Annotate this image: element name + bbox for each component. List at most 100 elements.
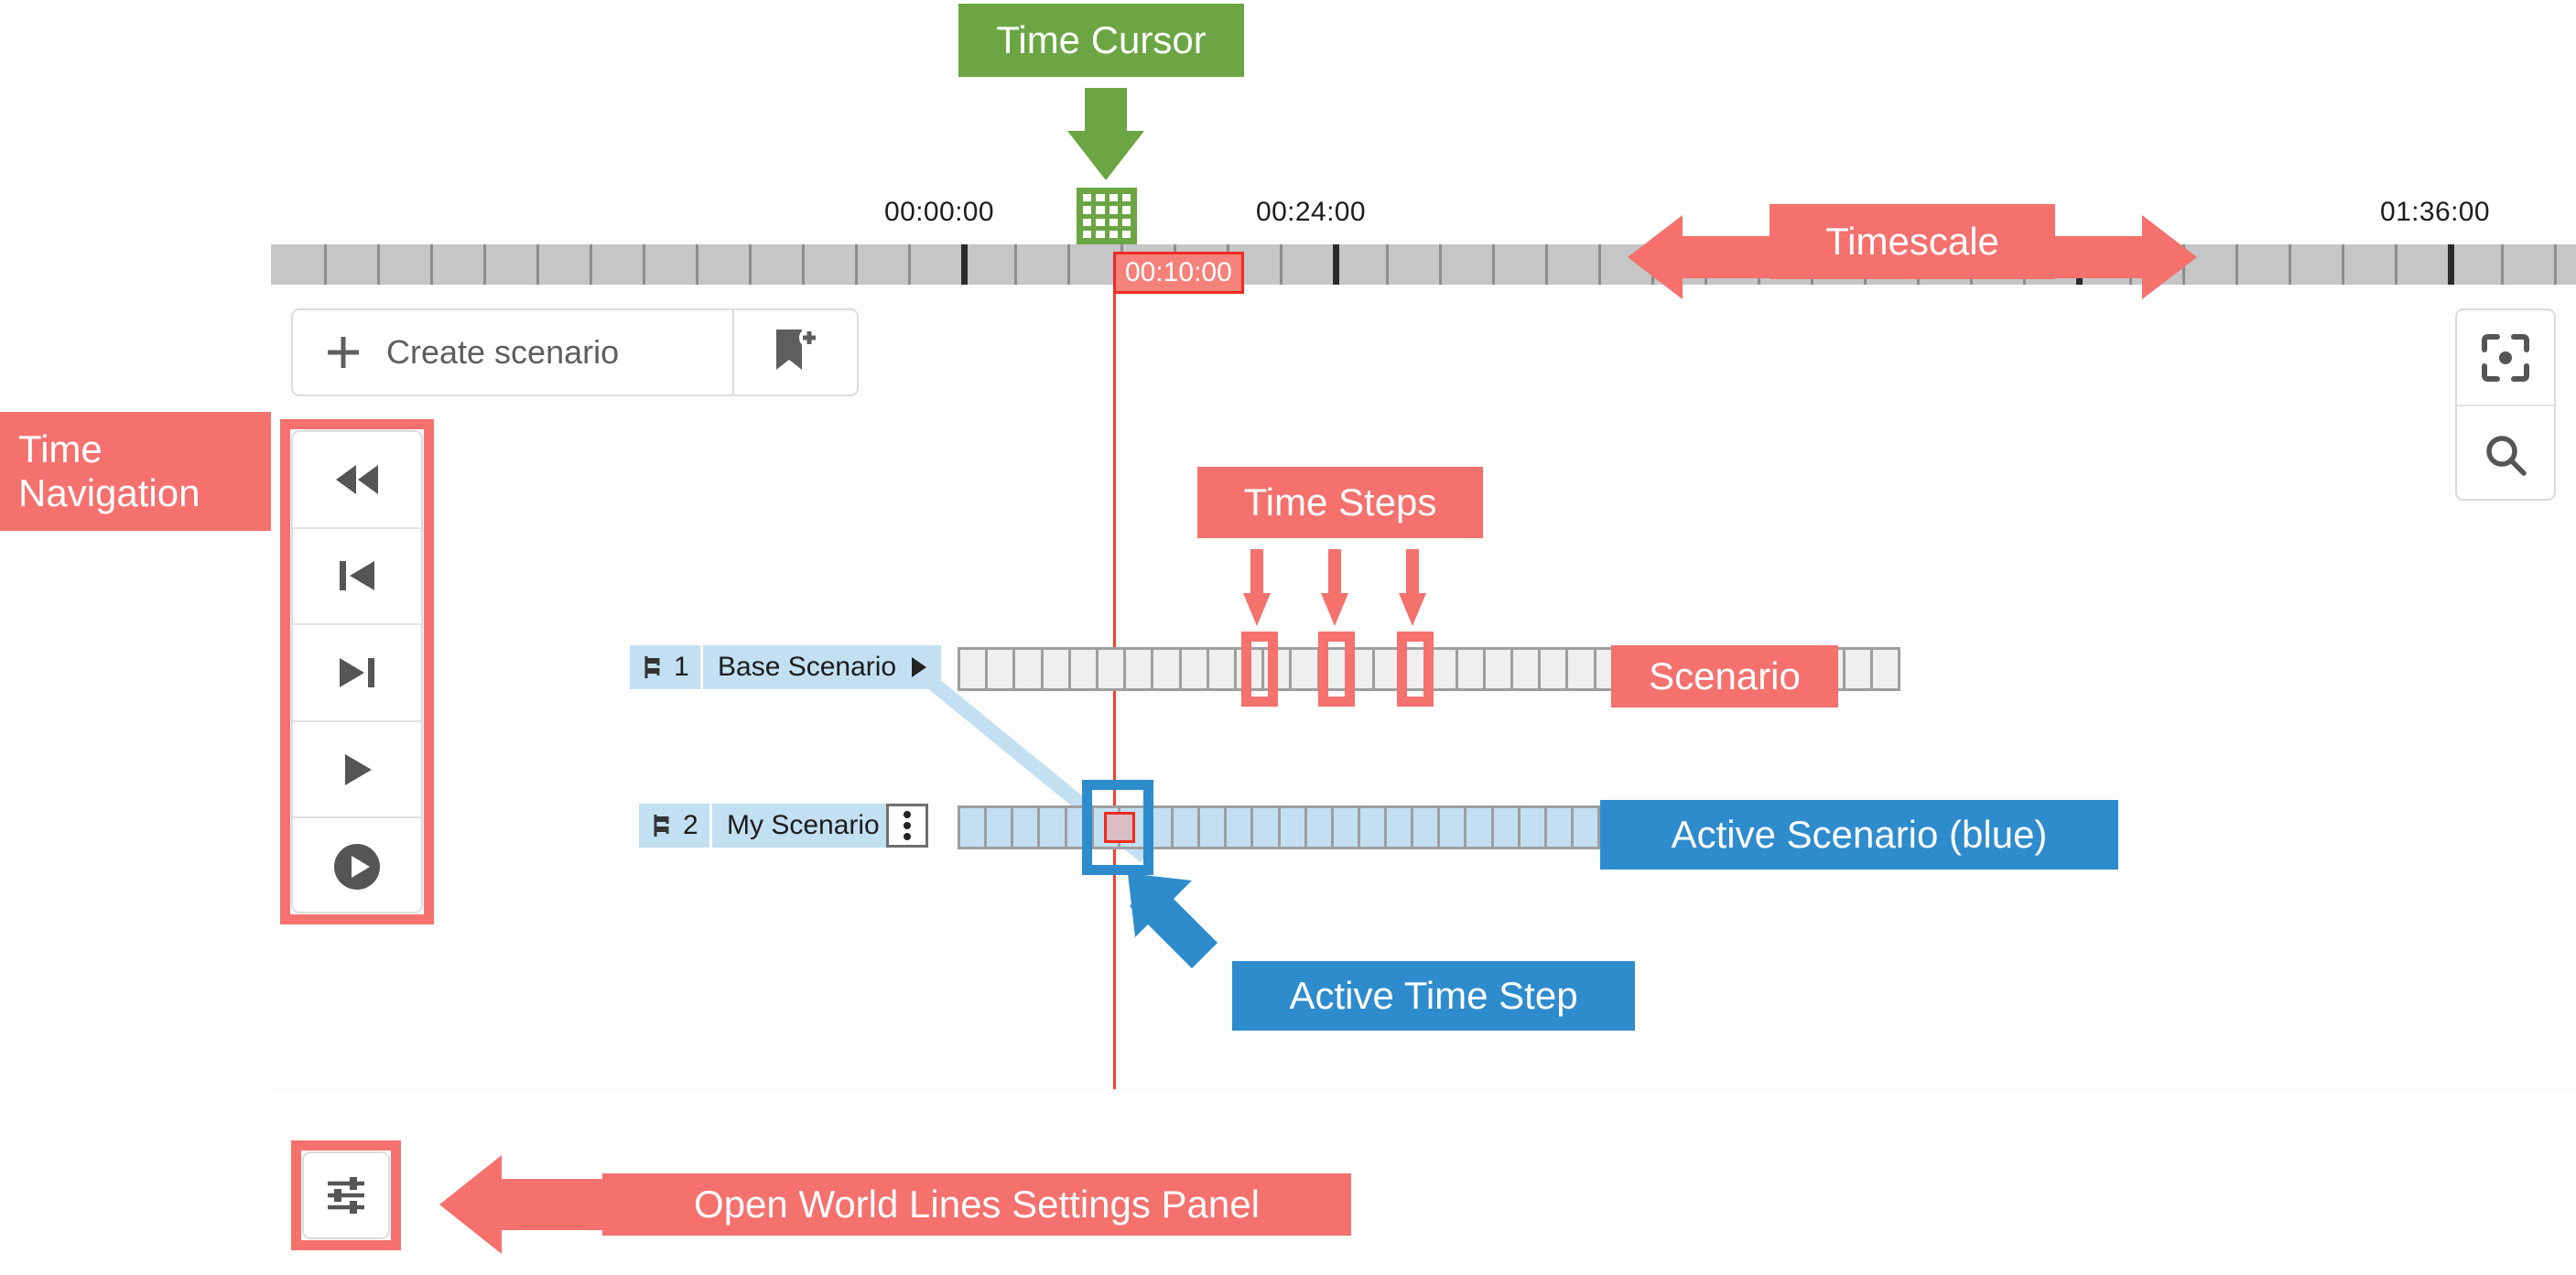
ruler-tick [855, 244, 858, 285]
tune-sliders-icon [322, 1172, 370, 1219]
time-step-cell[interactable] [1493, 808, 1518, 847]
time-step-cell[interactable] [960, 650, 986, 688]
time-step-cell[interactable] [1440, 808, 1465, 847]
ruler-tick [2501, 244, 2504, 285]
scenario-track-active[interactable] [958, 805, 1600, 849]
view-tools-stack [2455, 308, 2556, 501]
time-step-cell[interactable] [1181, 650, 1207, 688]
time-step-cell[interactable] [1013, 808, 1038, 847]
time-step-cell[interactable] [1227, 808, 1251, 847]
time-step-cell[interactable] [1015, 650, 1041, 688]
skip-previous-button[interactable] [293, 529, 421, 626]
time-step-cell[interactable] [1520, 808, 1544, 847]
time-step-cell[interactable] [1043, 650, 1068, 688]
time-step-cell[interactable] [1292, 650, 1317, 688]
create-scenario-button[interactable]: Create scenario [293, 310, 732, 394]
time-step-cell[interactable] [1546, 808, 1571, 847]
ruler-tick [377, 244, 380, 285]
ruler-tick [483, 244, 486, 285]
time-step-cell[interactable] [1153, 650, 1179, 688]
scenario-name[interactable]: Base Scenario [703, 645, 896, 689]
ruler-tick [802, 244, 805, 285]
annotation-time-steps: Time Steps [1197, 467, 1483, 538]
ruler-tick [2554, 244, 2557, 285]
create-scenario-bar: Create scenario [291, 308, 859, 396]
play-triangle-icon [908, 654, 928, 680]
time-step-cell[interactable] [1040, 808, 1065, 847]
annotation-time-cursor: Time Cursor [958, 4, 1244, 77]
ruler-tick [1758, 244, 1760, 285]
annotation-time-navigation: Time Navigation [0, 412, 271, 531]
skip-next-button[interactable] [293, 625, 421, 722]
annotation-timescale: Timescale [1770, 204, 2055, 279]
time-step-cell[interactable] [1387, 808, 1412, 847]
time-step-cell[interactable] [1253, 808, 1278, 847]
rewind-icon [330, 461, 384, 498]
play-circle-button[interactable] [293, 818, 421, 912]
time-step-cell[interactable] [1573, 808, 1597, 847]
bookmark-add-button[interactable] [734, 310, 857, 394]
ruler-tick [1280, 244, 1283, 285]
time-step-cell[interactable] [1306, 808, 1331, 847]
play-button[interactable] [293, 722, 421, 819]
time-step-cell[interactable] [1541, 650, 1566, 688]
ruler-tick [536, 244, 539, 285]
ruler-tick [2182, 244, 2185, 285]
ruler-tick [2395, 244, 2397, 285]
time-step-cell[interactable] [1375, 650, 1401, 688]
time-step-cell[interactable] [1513, 650, 1539, 688]
skip-next-icon [334, 654, 380, 691]
ruler-tick [1705, 244, 1707, 285]
scenario-name[interactable]: My Scenario [712, 804, 886, 848]
more-vert-icon [902, 810, 913, 841]
plus-icon [324, 333, 363, 372]
time-step-cell[interactable] [1872, 650, 1898, 688]
time-step-cell[interactable] [1099, 650, 1124, 688]
time-step-cell[interactable] [987, 808, 1012, 847]
time-step-cell[interactable] [1200, 808, 1225, 847]
time-step-cell[interactable] [1413, 808, 1438, 847]
ruler-major-tick [1333, 244, 1339, 285]
open-worldlines-settings-button[interactable] [302, 1151, 390, 1239]
time-step-cell[interactable] [1174, 808, 1198, 847]
scenario-menu-button[interactable] [886, 804, 928, 848]
center-focus-icon [2481, 333, 2530, 383]
scenario-index-label: 2 [683, 810, 698, 840]
ruler-tick [2342, 244, 2344, 285]
time-cursor-label[interactable]: 00:10:00 [1113, 252, 1244, 294]
play-circle-icon [330, 840, 384, 893]
time-step-cell[interactable] [1280, 808, 1304, 847]
rewind-button[interactable] [293, 432, 421, 529]
time-step-cell[interactable] [988, 650, 1013, 688]
time-step-cell[interactable] [1126, 650, 1152, 688]
time-step-cell[interactable] [1430, 650, 1456, 688]
time-step-cell[interactable] [1845, 650, 1870, 688]
time-step-cell[interactable] [960, 808, 985, 847]
toolbar-divider [732, 310, 734, 394]
scenario-expand-button[interactable] [895, 645, 941, 689]
ruler-tick [2235, 244, 2238, 285]
ruler-tick [1386, 244, 1389, 285]
time-step-cell[interactable] [1485, 650, 1511, 688]
ruler-tick [1598, 244, 1601, 285]
time-step-cell[interactable] [1568, 650, 1594, 688]
time-step-cell[interactable] [1467, 808, 1491, 847]
timescale-ruler[interactable] [271, 244, 2576, 285]
time-step-highlight [1241, 632, 1278, 707]
ruler-time-label: 01:36:00 [2380, 197, 2490, 227]
time-step-cell[interactable] [1359, 808, 1384, 847]
ruler-tick [643, 244, 645, 285]
time-step-cell[interactable] [1333, 808, 1358, 847]
time-step-cell[interactable] [1070, 650, 1097, 688]
calendar-grid-icon[interactable] [1077, 188, 1137, 244]
active-time-step-cell[interactable] [1104, 812, 1135, 843]
ruler-tick [696, 244, 698, 285]
center-focus-button[interactable] [2457, 310, 2554, 406]
time-step-cell[interactable] [1457, 650, 1483, 688]
time-step-highlight [1318, 632, 1355, 707]
play-icon [337, 751, 377, 789]
time-step-highlight [1397, 632, 1434, 707]
scenario-index-label: 1 [674, 652, 689, 682]
time-step-cell[interactable] [1208, 650, 1235, 688]
search-button[interactable] [2457, 406, 2554, 499]
